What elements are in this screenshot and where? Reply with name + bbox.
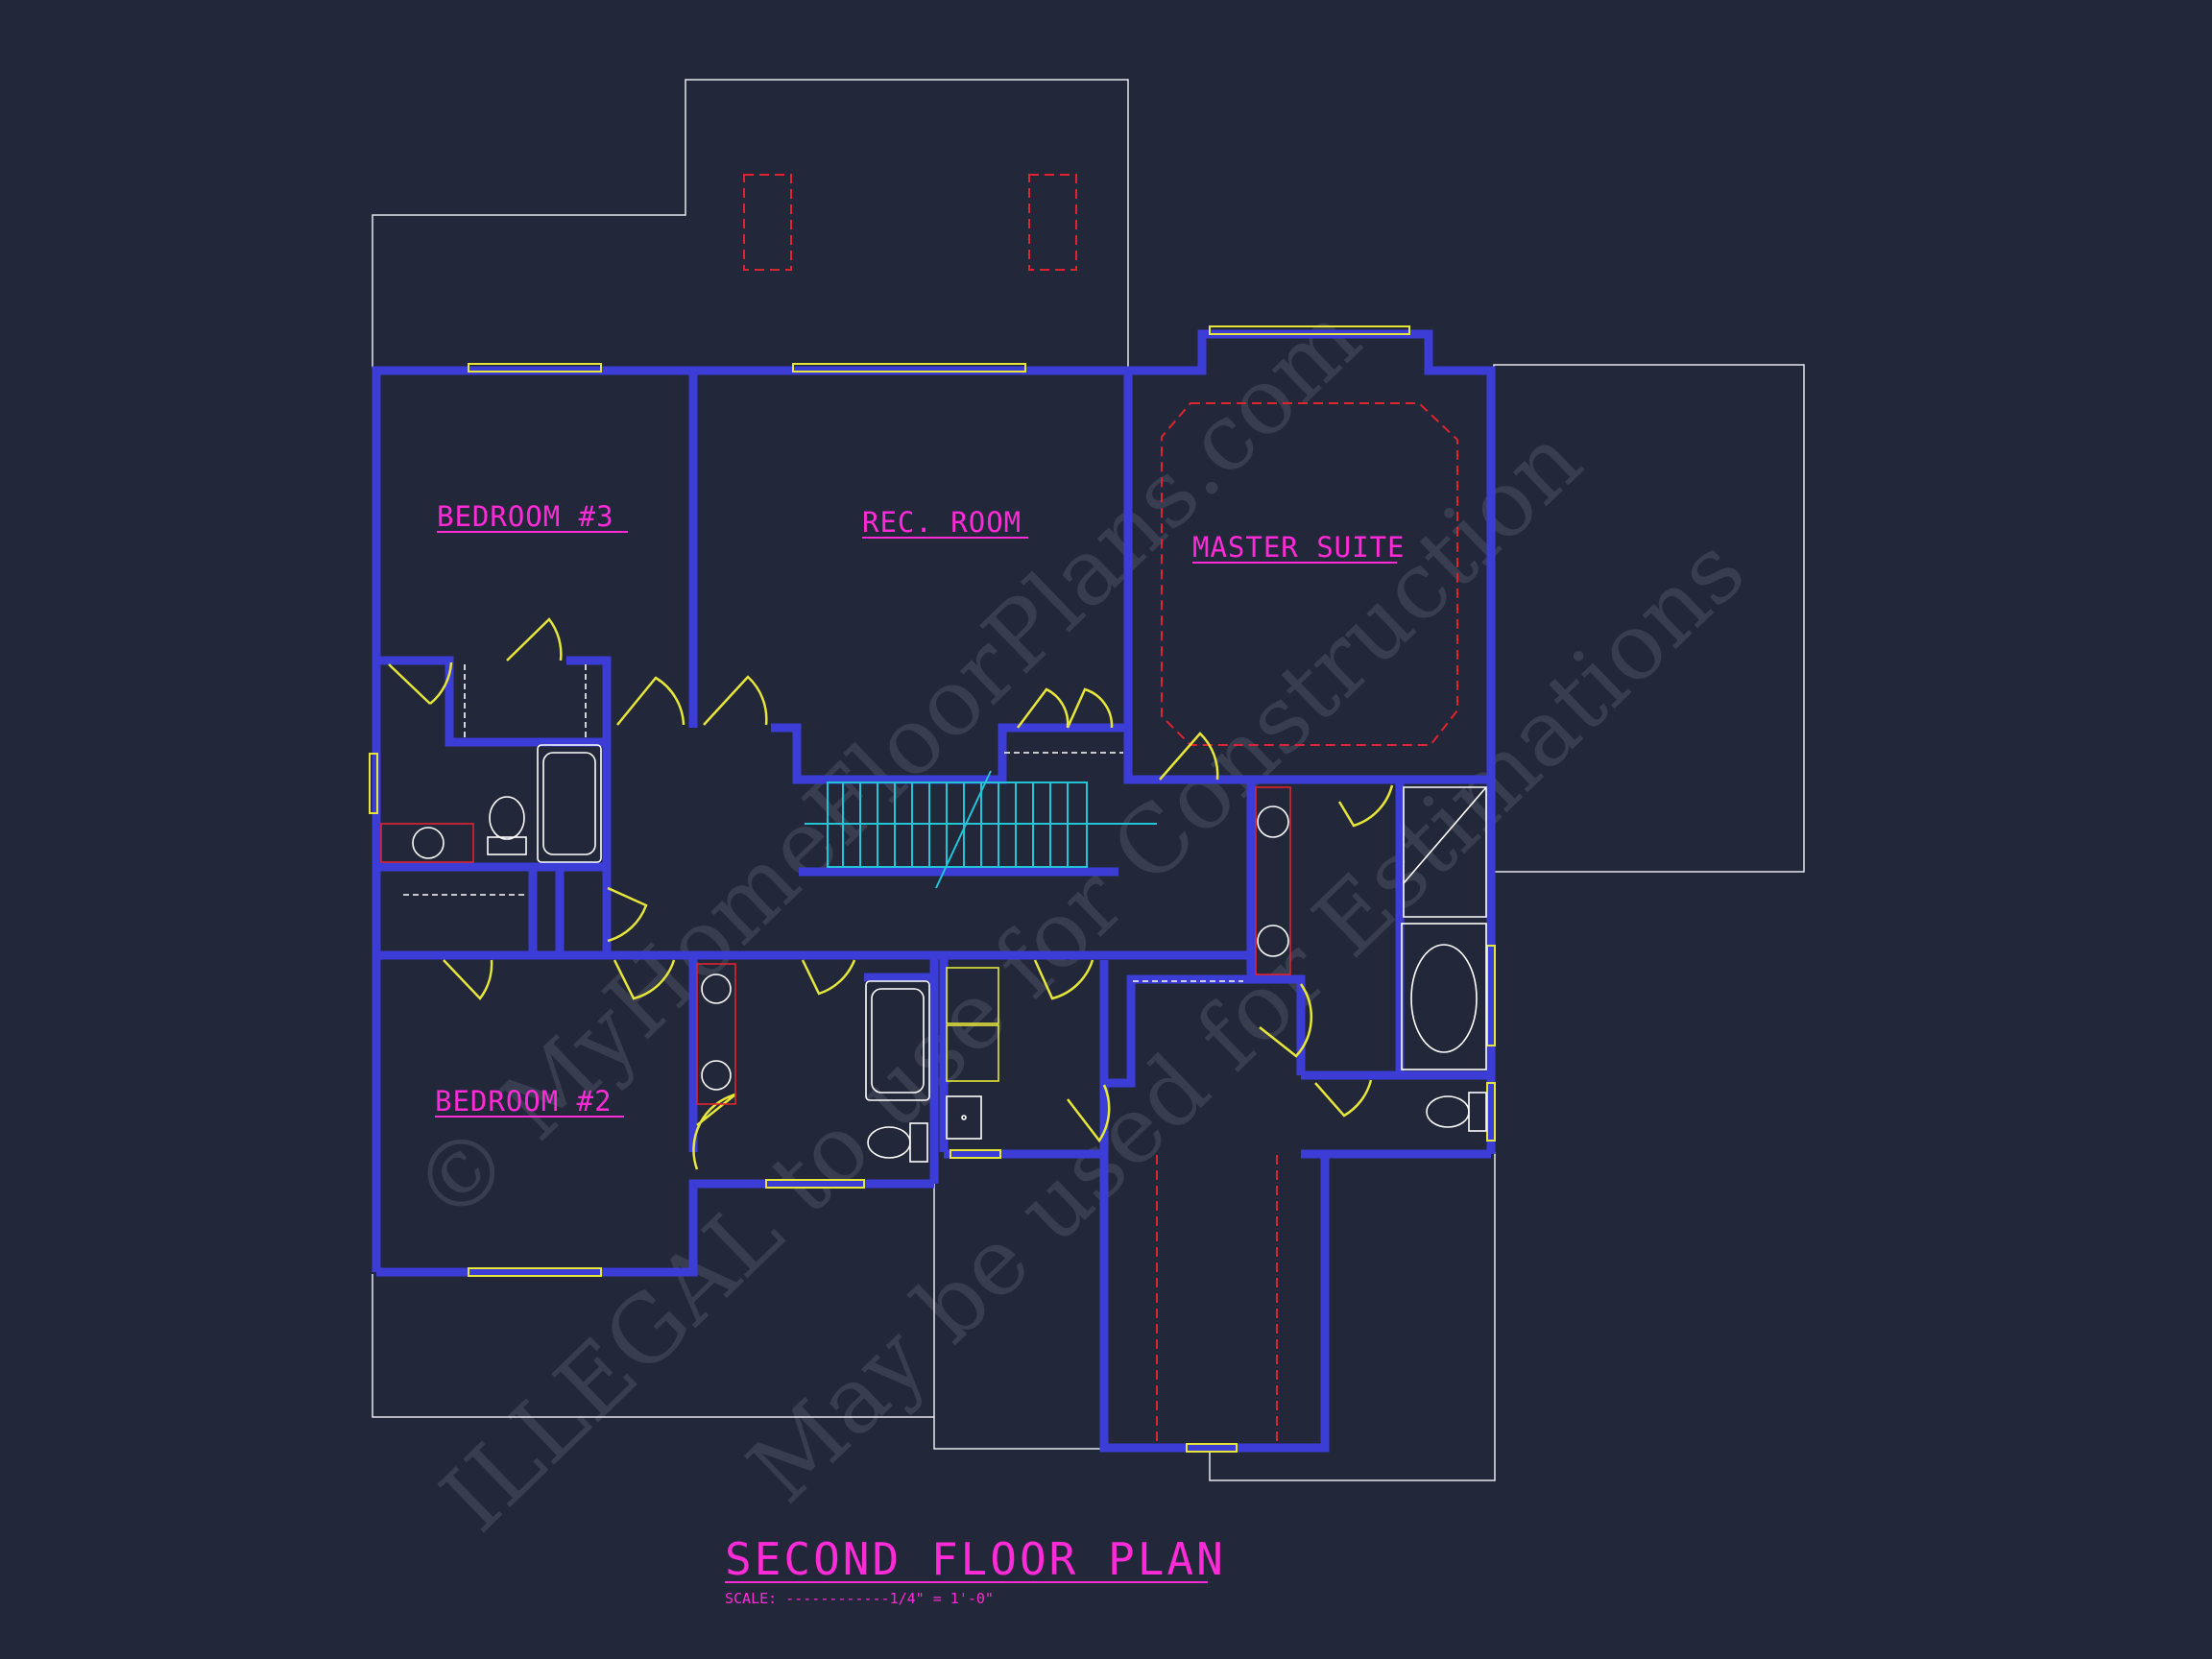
watermark: © MyHomeFloorPlans.com ILLEGAL to use fo… (392, 284, 1765, 1551)
door-master-entry (1159, 732, 1219, 781)
door-master-bath (1259, 983, 1313, 1058)
plan-title-block: SECOND FLOOR PLAN SCALE: ------------1/4… (725, 1533, 1226, 1607)
shower-master-diag (1403, 786, 1487, 884)
door-bath2 (801, 959, 856, 996)
sink-bath2-1 (701, 974, 732, 1004)
tub-bath3-inner (542, 752, 596, 855)
door-bed2-closet (443, 959, 493, 1000)
vanity-bath3 (380, 823, 474, 863)
window-attic-south (1186, 1443, 1238, 1453)
window-bath2-south (765, 1179, 865, 1189)
skylight-left (743, 174, 792, 271)
plan-scale: SCALE: ------------1/4" = 1'-0" (725, 1590, 994, 1607)
door-rec-closet-left (1017, 687, 1070, 729)
stair-break-line (935, 770, 992, 889)
door-laundry (1033, 959, 1094, 1000)
door-wc (1314, 1079, 1373, 1118)
window-bed2-south (468, 1267, 602, 1277)
window-master-bath-east (1486, 945, 1496, 1046)
upper-roof-outline (372, 79, 1129, 368)
sink-bath2-2 (701, 1060, 732, 1091)
tub-bath2-inner (871, 988, 925, 1094)
windows (369, 325, 1496, 1453)
toilet-master-bowl (1426, 1095, 1470, 1128)
window-bed3-north (468, 363, 602, 373)
label-master-suite: MASTER SUITE (1192, 531, 1406, 564)
label-bedroom-3: BEDROOM #3 (437, 500, 614, 533)
staircase (805, 770, 1157, 889)
door-bed3-closet (506, 617, 563, 661)
shower-master (1403, 786, 1487, 918)
exterior-wall-north (372, 329, 1496, 1272)
master-tray-ceiling (1161, 402, 1458, 746)
laundry-sink (946, 1095, 982, 1140)
door-bath2-hall (692, 1093, 736, 1170)
red-dashed-lines (743, 174, 1458, 1445)
door-rec-entry (703, 675, 768, 726)
door-bed3-entry (616, 676, 685, 726)
lower-left-roof (372, 1274, 934, 1418)
washer (946, 967, 999, 1024)
door-master-closet (1337, 784, 1394, 828)
tub-bath3 (537, 744, 602, 863)
sink-master-2 (1257, 925, 1289, 957)
exterior-wall-south-left (376, 1179, 934, 1277)
door-bed2-entry (613, 959, 676, 1000)
vanity-bath2 (696, 963, 736, 1105)
door-bed3-bath (388, 661, 453, 705)
plan-title: SECOND FLOOR PLAN (725, 1533, 1226, 1585)
wall-hall-closet-2 (1099, 960, 1251, 1088)
doors (388, 617, 1394, 1170)
tub-master (1401, 923, 1487, 1070)
dryer (946, 1024, 999, 1082)
label-bedroom-2: BEDROOM #2 (435, 1085, 613, 1118)
skylight-right (1028, 174, 1077, 271)
vanity-master (1255, 786, 1291, 975)
sink-master-1 (1257, 805, 1289, 838)
wall-bed3-closet (376, 656, 612, 747)
toilet-master-tank (1468, 1092, 1487, 1132)
window-rec-north (792, 363, 1026, 373)
tub-master-basin (1410, 944, 1478, 1053)
walls (372, 329, 1496, 1453)
door-rec-closet-right (1066, 687, 1114, 729)
tub-bath2 (865, 980, 930, 1101)
window-wc-east (1486, 1082, 1496, 1142)
toilet-bath2-tank (909, 1122, 928, 1163)
watermark-line-3: May be used for Estimations (728, 517, 1765, 1524)
wall-master-vanity-bottom (1251, 974, 1306, 1075)
lower-right-roof (1209, 1152, 1496, 1481)
toilet-bath3-bowl (489, 796, 525, 840)
toilet-bath3-tank (487, 836, 527, 855)
sink-bath3 (412, 827, 445, 859)
door-hall-closet (1067, 1084, 1111, 1143)
wall-stair-top (771, 723, 1219, 784)
window-bed3-west (369, 753, 378, 814)
room-labels: BEDROOM #3 REC. ROOM MASTER SUITE BEDROO… (435, 500, 1406, 1118)
door-hall-linen (607, 886, 648, 943)
window-master-bay (1209, 325, 1410, 335)
window-laundry-south (950, 1149, 1001, 1159)
laundry-sink-drain (961, 1115, 967, 1120)
fixtures (380, 664, 1487, 1163)
label-rec-room: REC. ROOM (862, 506, 1022, 539)
